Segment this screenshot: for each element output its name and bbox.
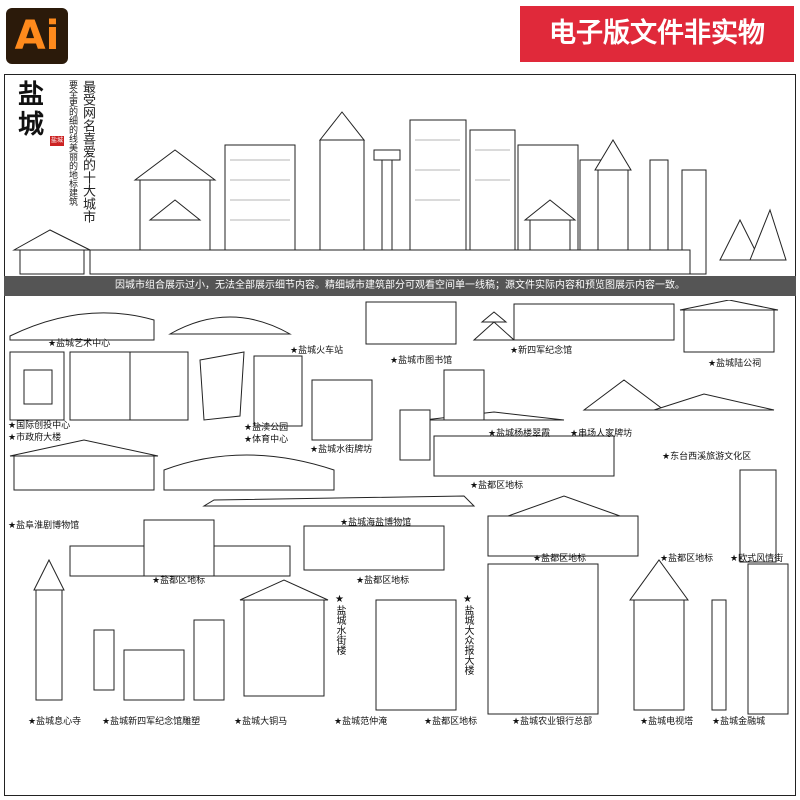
- label-water-street-arch: ★盐城水街牌坊: [310, 445, 373, 455]
- label-yandu-park: ★盐渎公园: [244, 423, 289, 433]
- label-water-street-tower: ★盐城水街楼: [334, 594, 345, 655]
- label-landmark-6: ★盐都区地标: [424, 717, 478, 727]
- label-railway-station: ★盐城火车站: [290, 346, 344, 356]
- digital-file-banner: 电子版文件非实物: [520, 6, 794, 62]
- label-tv-tower: ★盐城电视塔: [640, 717, 694, 727]
- label-lu-temple: ★盐城陆公祠: [708, 359, 762, 369]
- label-landmark-3: ★盐都区地标: [660, 554, 714, 564]
- label-landmark-1: ★盐都区地标: [470, 481, 524, 491]
- label-venture-center: ★国际创投中心: [8, 421, 71, 431]
- label-landmark-5: ★盐都区地标: [356, 576, 410, 586]
- label-huaiju-museum: ★盐阜淮剧博物馆: [8, 521, 80, 531]
- label-dongtai-xixi: ★东台西溪旅游文化区: [662, 452, 752, 462]
- skyline-panorama: [12, 111, 787, 275]
- label-finance-city: ★盐城金融城: [712, 717, 766, 727]
- landmark-illustrations: [9, 300, 789, 715]
- label-art-center: ★盐城艺术中心: [48, 339, 111, 349]
- red-seal: 盐城: [50, 136, 64, 146]
- label-abc-bank-hq: ★盐城农业银行总部: [512, 717, 593, 727]
- label-city-hall: ★市政府大楼: [8, 433, 62, 443]
- label-landmark-2: ★盐都区地标: [533, 554, 587, 564]
- label-sports-center: ★体育中心: [244, 435, 289, 445]
- poster-subtitle: 最受网名喜爱的十大城市: [80, 80, 95, 223]
- label-bronze-horse: ★盐城大铜马: [234, 717, 288, 727]
- label-fan-zhongyan: ★盐城范仲淹: [334, 717, 388, 727]
- label-library: ★盐城市图书馆: [390, 356, 453, 366]
- label-sea-salt-museum: ★盐城海盐博物馆: [340, 518, 412, 528]
- poster-frame: [4, 74, 796, 796]
- ai-logo: Ai: [6, 8, 68, 64]
- poster-subtext: 要全更的细的线美丽的地标建筑: [67, 80, 77, 206]
- label-n4a-sculpture: ★盐城新四军纪念馆雕塑: [102, 717, 201, 727]
- label-yanglou: ★盐城杨楼翠霞: [488, 429, 551, 439]
- label-n4a-memorial-hall: ★新四军纪念馆: [510, 346, 573, 356]
- label-dazhong-news-building: ★盐城大众报大楼: [462, 594, 473, 675]
- notice-bar: 因城市组合展示过小，无法全部展示细节内容。精细城市建筑部分可观看空间单一线稿；源…: [4, 276, 796, 296]
- label-landmark-4: ★盐都区地标: [152, 576, 206, 586]
- label-xixin-temple: ★盐城息心寺: [28, 717, 82, 727]
- poster-title: 盐城: [18, 80, 45, 140]
- label-chuanchang-arch: ★串场人家牌坊: [570, 429, 633, 439]
- label-european-street: ★欧式风情街: [730, 554, 784, 564]
